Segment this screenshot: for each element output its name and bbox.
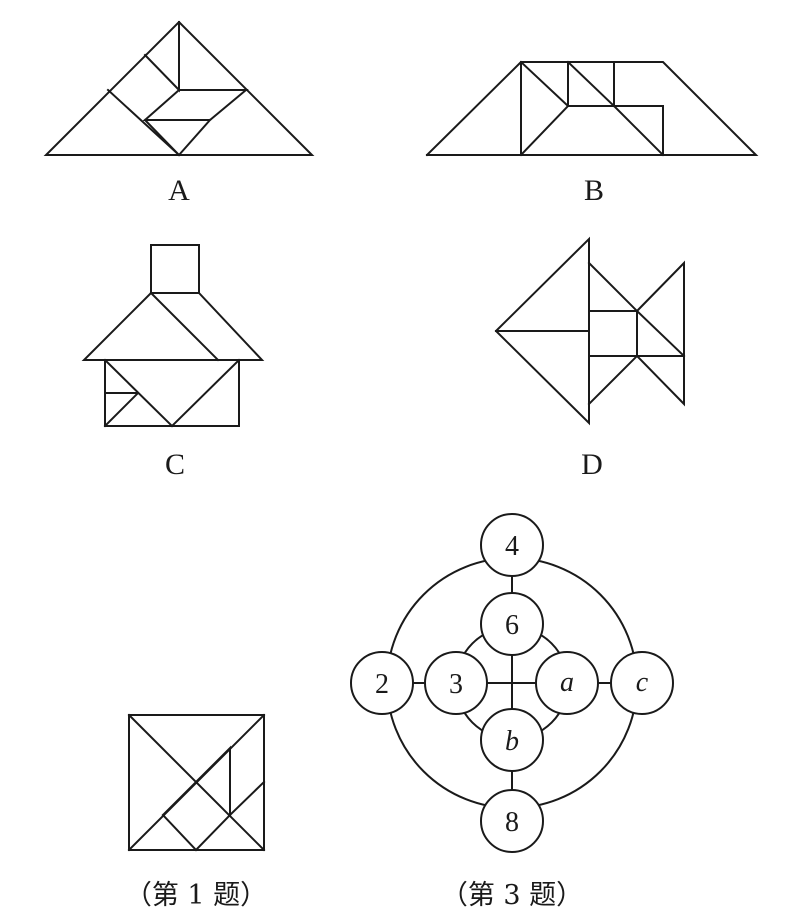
node-top — [480, 513, 544, 577]
number-circle-diagram: 4 6 2 3 a c b 8 — [350, 513, 674, 853]
figure-d-label: D — [581, 448, 603, 481]
node-bottom-value: 8 — [505, 807, 519, 838]
node-left-value: 2 — [375, 669, 389, 700]
caption-question-1: （第 1 题） — [125, 880, 267, 911]
node-right-value: c — [636, 667, 649, 698]
figure-c-label: C — [165, 448, 185, 481]
node-right — [610, 651, 674, 715]
node-bottom — [480, 789, 544, 853]
node-inner-right-value: a — [560, 667, 574, 698]
tangram-figure-c — [81, 244, 265, 428]
figure-b-label: B — [584, 174, 604, 207]
node-inner-left-value: 3 — [449, 669, 463, 700]
tangram-square — [127, 713, 266, 852]
tangram-figure-a — [43, 20, 315, 157]
caption-question-3: （第 3 题） — [441, 880, 583, 911]
node-inner-bottom-value: b — [505, 726, 519, 757]
node-inner-left — [424, 651, 488, 715]
node-inner-right — [535, 651, 599, 715]
node-inner-bottom — [480, 708, 544, 772]
tangram-figure-b — [425, 60, 759, 157]
figure-a-label: A — [168, 174, 190, 207]
node-inner-top — [480, 592, 544, 656]
node-inner-top-value: 6 — [505, 610, 519, 641]
node-left — [350, 651, 414, 715]
tangram-figure-d — [494, 236, 686, 426]
node-top-value: 4 — [505, 531, 519, 562]
